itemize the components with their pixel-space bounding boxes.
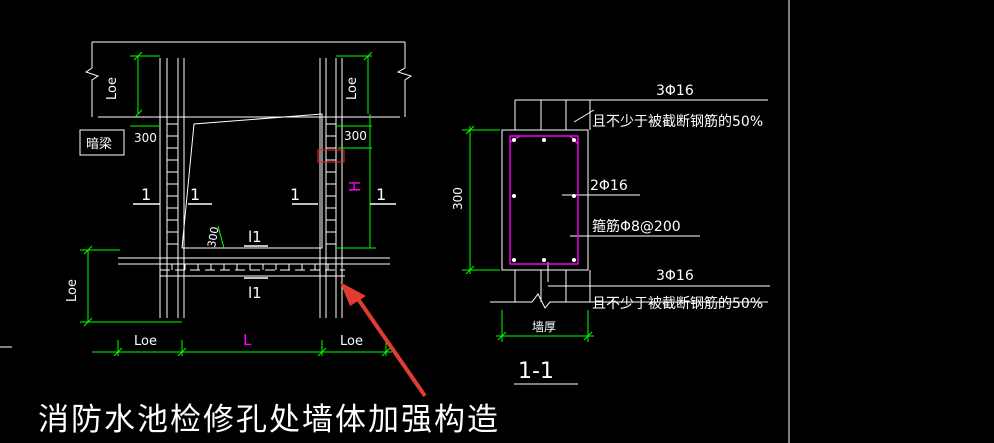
section-title: 1-1: [518, 359, 554, 384]
detail-mark: [317, 149, 345, 163]
rebar-dot: [572, 138, 576, 142]
section-mark-2: 1: [190, 185, 200, 204]
section-mark-1: 1: [141, 185, 151, 204]
elevation-drawing: [79, 41, 413, 318]
section-mark-3: 1: [290, 185, 300, 204]
lap-label-bottom-right: Loe: [340, 334, 363, 349]
dim-300-left: 300: [134, 131, 157, 145]
lap-label-top-left: Loe: [105, 77, 120, 100]
wall-thickness-label: 墙厚: [532, 320, 556, 334]
rebar-cage: [509, 135, 579, 265]
rebar-dot: [542, 258, 546, 262]
section-mark-4: 1: [376, 185, 386, 204]
level-mark-bottom: l1: [248, 284, 262, 302]
opening-width-label: L: [243, 331, 252, 349]
section-drawing: [490, 99, 770, 309]
drawing-title: 消防水池检修孔处墙体加强构造: [38, 402, 500, 438]
opening-height-label: H: [346, 181, 364, 192]
column-stirrups: [167, 123, 336, 270]
dim-300-right: 300: [344, 129, 367, 143]
section-dimensions: [462, 125, 594, 342]
dim-300-corner: 300: [205, 226, 221, 249]
rebar-dot: [542, 138, 546, 142]
lap-label-left: Loe: [65, 279, 80, 302]
rebar-dot: [572, 194, 576, 198]
level-mark-top: l1: [248, 228, 262, 246]
section-height-dim: 300: [451, 187, 465, 210]
stirrup-note: 箍筋Φ8@200: [592, 218, 681, 235]
rebar-dot: [512, 138, 516, 142]
bottom-bars-label: 3Φ16: [656, 268, 694, 284]
rebar-dot: [512, 258, 516, 262]
elevation-dimensions: [80, 51, 392, 357]
rebar-dot: [572, 258, 576, 262]
rebar-bars: [512, 138, 576, 262]
bottom-note: 且不少于被截断钢筋的50%: [592, 295, 763, 312]
top-bars-label: 3Φ16: [656, 83, 694, 99]
section-cut-marks: [133, 203, 396, 279]
top-note: 且不少于被截断钢筋的50%: [592, 113, 763, 130]
rebar-dot: [512, 194, 516, 198]
lap-label-top-right: Loe: [345, 77, 360, 100]
lap-label-bottom-left: Loe: [134, 334, 157, 349]
middle-bars-label: 2Φ16: [590, 178, 628, 194]
anchor-beam-label: 暗梁: [86, 137, 112, 152]
annotation-arrow: [340, 282, 427, 398]
